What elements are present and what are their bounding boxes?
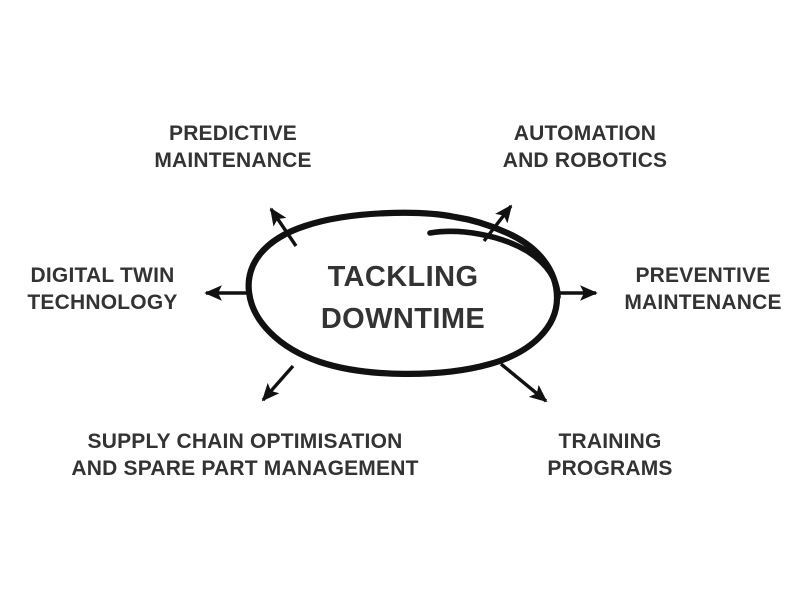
arrow-down-left [261, 364, 295, 402]
arrow-up-right [482, 204, 513, 243]
node-label-training-programs: TRAINING PROGRAMS [490, 428, 730, 482]
automation-and-robotics-line1: AUTOMATION [513, 122, 657, 145]
node-label-predictive-maintenance: PREDICTIVE MAINTENANCE [78, 120, 388, 174]
arrow-down-right [499, 362, 548, 403]
preventive-maintenance-line1: PREVENTIVE [635, 264, 771, 287]
digital-twin-technology-line1: DIGITAL TWIN [30, 264, 175, 287]
training-programs-line2: PROGRAMS [547, 457, 673, 480]
node-label-automation-and-robotics: AUTOMATION AND ROBOTICS [455, 120, 715, 174]
center-label-line2: DOWNTIME [320, 303, 486, 335]
predictive-maintenance-line2: MAINTENANCE [154, 149, 312, 172]
preventive-maintenance-line2: MAINTENANCE [624, 291, 782, 314]
digital-twin-technology-line2: TECHNOLOGY [27, 291, 178, 314]
center-label-line1: TACKLING [327, 261, 479, 293]
arrow-up-left [269, 207, 298, 247]
supply-chain-optimisation-line1: SUPPLY CHAIN OPTIMISATION [87, 430, 403, 453]
supply-chain-optimisation-line2: AND SPARE PART MANAGEMENT [71, 457, 419, 480]
node-label-preventive-maintenance: PREVENTIVE MAINTENANCE [598, 262, 800, 316]
center-node-label: TACKLING DOWNTIME [248, 256, 558, 340]
node-label-supply-chain-optimisation: SUPPLY CHAIN OPTIMISATION AND SPARE PART… [20, 428, 470, 482]
automation-and-robotics-line2: AND ROBOTICS [502, 149, 668, 172]
training-programs-line1: TRAINING [558, 430, 662, 453]
predictive-maintenance-line1: PREDICTIVE [168, 122, 298, 145]
center-ellipse [245, 209, 561, 377]
node-label-digital-twin-technology: DIGITAL TWIN TECHNOLOGY [0, 262, 210, 316]
